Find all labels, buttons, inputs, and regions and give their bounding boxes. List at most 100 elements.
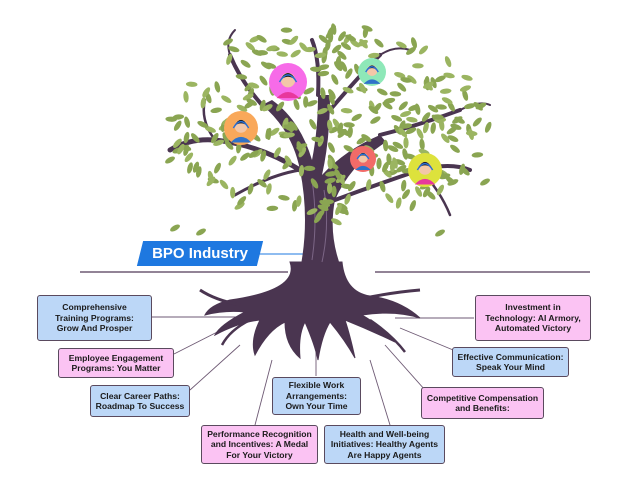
leaf	[443, 72, 455, 79]
leaf	[283, 124, 295, 132]
leaf	[351, 113, 362, 122]
leaf	[459, 85, 472, 92]
leaf	[316, 108, 328, 115]
leaf	[365, 179, 372, 191]
leaf	[234, 202, 245, 210]
leaf	[214, 162, 221, 174]
leaf	[343, 122, 355, 128]
avatar-agent-orange	[224, 111, 258, 145]
leaf	[430, 122, 436, 134]
leaf	[280, 27, 293, 33]
leaf	[383, 97, 396, 104]
leaf	[260, 61, 272, 70]
leaf	[461, 74, 473, 81]
leaf	[184, 116, 191, 128]
leaf	[407, 75, 417, 84]
leaf	[356, 136, 367, 145]
leaf	[314, 52, 327, 58]
leaf	[331, 44, 342, 54]
leaf	[396, 164, 407, 173]
leaf	[327, 25, 336, 35]
leaf	[416, 128, 424, 139]
leaf	[309, 119, 317, 130]
leaf	[265, 127, 272, 140]
leaf	[303, 87, 315, 95]
leaf	[289, 121, 298, 131]
leaf	[242, 93, 254, 101]
leaf	[306, 208, 318, 216]
leaf	[472, 117, 482, 127]
leaf	[345, 34, 357, 42]
leaf	[405, 127, 417, 135]
leaf	[226, 53, 233, 65]
leaf	[422, 121, 429, 134]
leaf	[473, 102, 483, 111]
leaf	[228, 46, 240, 53]
leaf	[444, 56, 452, 68]
leaf	[213, 139, 225, 146]
leaf	[394, 72, 406, 78]
leaf	[296, 195, 302, 207]
avatar-body	[363, 79, 381, 84]
leaf	[460, 166, 470, 176]
leaf	[382, 101, 393, 110]
box-flexible: Flexible Work Arrangements: Own Your Tim…	[272, 377, 361, 415]
leaf	[331, 185, 337, 198]
leaf	[183, 91, 189, 103]
leaf	[304, 46, 316, 53]
leaf	[327, 119, 333, 132]
leaf	[298, 165, 305, 177]
falling-leaf	[165, 156, 175, 164]
avatar-hair	[280, 72, 296, 81]
leaf	[320, 87, 326, 100]
box-compensation: Competitive Compensation and Benefits:	[421, 387, 544, 419]
avatar-agent-green	[358, 58, 386, 86]
leaf	[317, 70, 330, 77]
leaf	[327, 157, 333, 170]
leaf	[200, 97, 206, 109]
leaf	[173, 138, 182, 148]
leaf	[306, 100, 318, 107]
leaf	[359, 82, 367, 94]
leaf	[247, 183, 254, 195]
leaf	[427, 104, 439, 113]
avatar-agent-pink	[269, 63, 307, 101]
leaf	[184, 152, 194, 163]
leaf	[259, 75, 268, 86]
avatar-agent-red	[350, 146, 376, 172]
leaf	[373, 102, 382, 113]
leaf	[192, 161, 200, 173]
leaf	[395, 197, 402, 209]
leaf	[392, 157, 398, 169]
avatar-body	[355, 165, 371, 171]
leaf	[185, 81, 198, 87]
leaf	[284, 155, 292, 166]
leaf	[344, 193, 351, 205]
leaf	[276, 51, 288, 57]
leaf	[398, 127, 408, 138]
headset-icon	[278, 74, 298, 83]
leaf	[293, 98, 300, 110]
leaf	[400, 123, 413, 129]
leaf	[318, 34, 329, 44]
leaf	[240, 59, 251, 68]
avatar-hair	[357, 152, 369, 158]
leaf	[324, 177, 336, 184]
leaf	[335, 204, 342, 216]
leaf	[296, 141, 303, 153]
leaf	[484, 121, 492, 133]
leaf	[266, 183, 272, 195]
leaf	[211, 132, 219, 144]
leaf	[441, 97, 453, 105]
leaf	[334, 168, 341, 180]
leaf	[327, 104, 335, 115]
leaf	[248, 150, 259, 158]
box-communication: Effective Communication: Speak Your Mind	[452, 347, 569, 377]
leaf	[219, 179, 229, 190]
leaf	[263, 169, 271, 180]
leaf	[257, 179, 267, 188]
leaf	[325, 171, 337, 177]
leaf	[471, 152, 484, 158]
leaf	[290, 49, 301, 58]
leaf	[331, 74, 339, 85]
